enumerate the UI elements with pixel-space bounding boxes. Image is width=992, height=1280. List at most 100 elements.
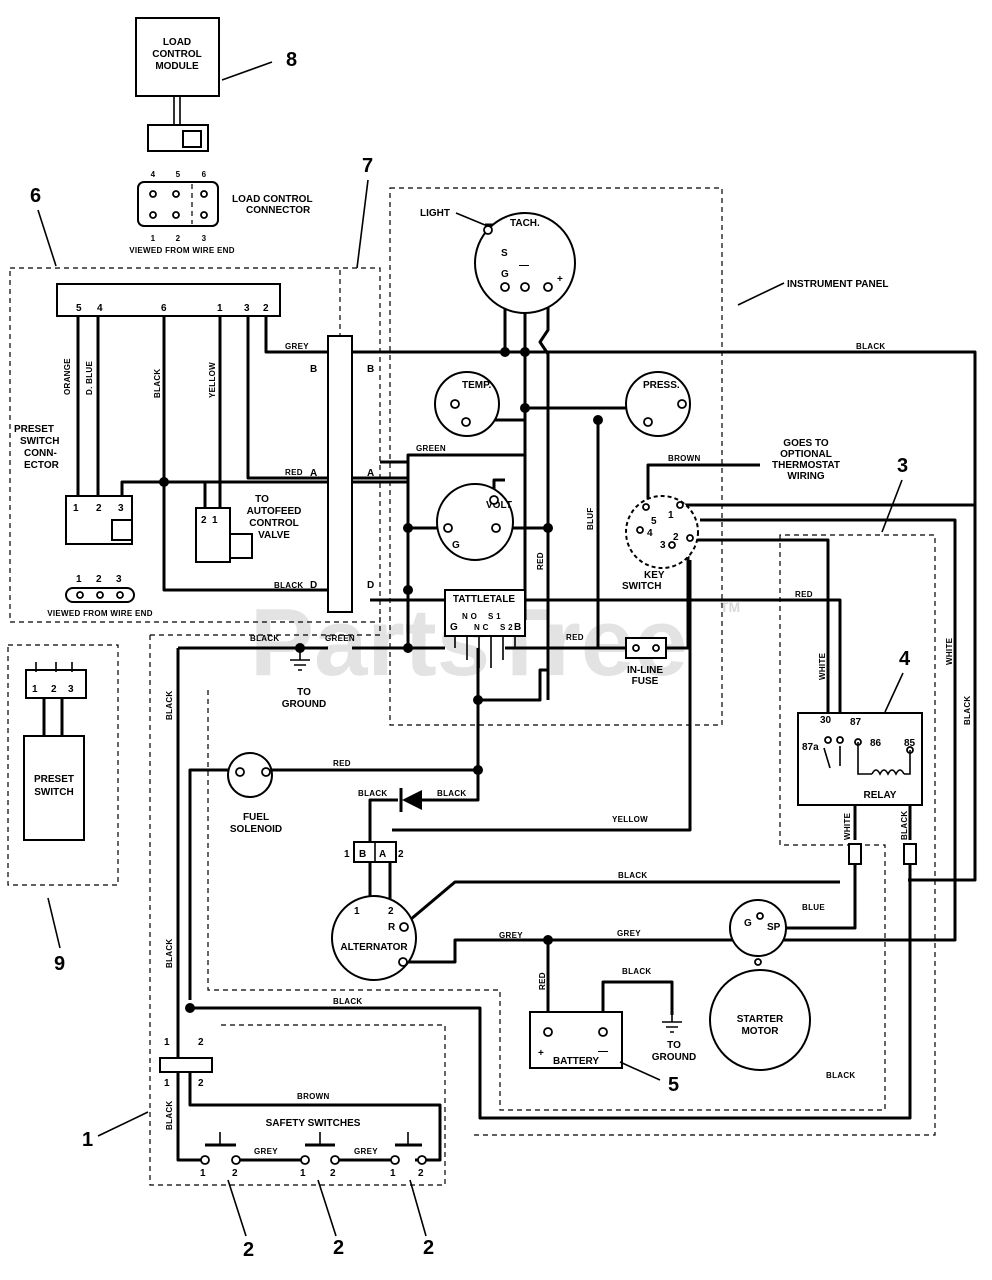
temp-body (434, 371, 500, 437)
volt-label: VOLT (486, 500, 512, 511)
label-white-relay: WHITE (818, 652, 827, 680)
ss3-num-2: 2 (418, 1168, 424, 1179)
lcc-view-note: VIEWED FROM WIRE END (129, 246, 235, 255)
tattletale-label: TATTLETALE (453, 594, 516, 605)
wire-red-key-relay (370, 598, 842, 740)
light-label: LIGHT (420, 208, 450, 219)
tach-minus: — (519, 260, 529, 271)
lcm-label-3: MODULE (155, 61, 199, 72)
autofeed-pin-1: 1 (212, 515, 218, 526)
lcc-pin-2 (172, 211, 180, 219)
callout-2-a: 2 (243, 1239, 254, 1261)
label-red-relay: RED (795, 590, 813, 599)
psc-latch (111, 519, 133, 541)
starter-solenoid (729, 899, 787, 957)
alternator-body (331, 895, 417, 981)
battery-minus: — (598, 1046, 608, 1057)
lcc-pin-1 (149, 211, 157, 219)
lcc-pin-4 (149, 190, 157, 198)
junction-tattle-s (473, 695, 483, 705)
outline-main-top (150, 612, 381, 636)
safety-switches: SAFETY SWITCHES 1 2 1 2 1 2 2 2 2 (200, 1118, 434, 1261)
callout-3: 3 (897, 455, 908, 477)
callout-4-leader (884, 672, 904, 713)
key-term-2 (686, 534, 694, 542)
tach-gauge: TACH. S G — + LIGHT (420, 208, 576, 314)
starter-label-1: STARTER (737, 1014, 784, 1025)
label-black-alt: BLACK (618, 871, 648, 880)
label-red-harness: RED (285, 468, 303, 477)
psc-pin-3: 3 (118, 503, 124, 514)
preset-switch-label-2: SWITCH (34, 787, 73, 798)
alt-pin-r: R (388, 922, 396, 933)
letter-b-left: B (310, 364, 317, 375)
relay-term-30 (824, 736, 832, 744)
starter-term-b (754, 958, 762, 966)
ground-bottom-icon (662, 1015, 682, 1033)
preset-switch-harness: 5 4 6 1 3 2 ORANGE D. BLUE BLACK YELLOW … (14, 283, 977, 882)
key-pin-3: 3 (660, 540, 666, 551)
key-term-1 (676, 501, 684, 509)
lcc-pin-6 (200, 190, 208, 198)
fuel-label-1: FUEL (243, 812, 269, 823)
press-body (625, 371, 691, 437)
ss2-num-1: 1 (300, 1168, 306, 1179)
alternator: ALTERNATOR 1 2 R (331, 895, 417, 981)
autofeed-latch (229, 533, 253, 559)
harness-pin-6: 6 (161, 303, 167, 314)
callout-9: 9 (54, 953, 65, 975)
label-red-fuse: RED (566, 633, 584, 642)
label-black-outer: BLACK (963, 696, 972, 726)
callout-5: 5 (668, 1074, 679, 1096)
ground-bottom-label-1: TO (667, 1040, 681, 1051)
label-green-ground: GREEN (325, 634, 355, 643)
temp-term-1 (450, 399, 460, 409)
psc-label-1: PRESET (14, 424, 54, 435)
ss1-num-2: 2 (232, 1168, 238, 1179)
temp-label: TEMP. (462, 380, 491, 391)
alternator-label: ALTERNATOR (340, 942, 408, 953)
key-pin-5: 5 (651, 516, 657, 527)
dconn-pin-1: 1 (344, 849, 350, 860)
autofeed-label-2: AUTOFEED (247, 506, 302, 517)
instrument-panel-leader (737, 282, 785, 306)
label-yellow: YELLOW (612, 815, 648, 824)
ss2-term-1 (300, 1155, 310, 1165)
harness-sleeve: B B A A D D (310, 335, 374, 613)
wire-black-left (176, 648, 205, 1162)
label-orange: ORANGE (63, 358, 72, 395)
callout-5-leader (619, 1061, 661, 1081)
lcm-label-2: CONTROL (152, 49, 201, 60)
temp-gauge: TEMP. (434, 371, 500, 437)
load-control-module-box (135, 17, 220, 97)
fuel-solenoid: FUEL SOLENOID (227, 752, 282, 835)
key-term-3 (668, 541, 676, 549)
fuse-term-2 (652, 644, 660, 652)
press-term-1 (677, 399, 687, 409)
junction-ground (403, 643, 413, 653)
lcm-label-1: LOAD (163, 37, 191, 48)
autofeed-label-4: VALVE (258, 530, 290, 541)
fuel-term-1 (235, 767, 245, 777)
tach-term-minus (520, 282, 530, 292)
psc-pin-1: 1 (73, 503, 79, 514)
wire-red-3 (246, 316, 408, 480)
wire-grey-2 (264, 316, 977, 882)
label-brown-safety: BROWN (297, 1092, 330, 1101)
label-grey-ss-2: GREY (354, 1147, 378, 1156)
preset-switch: 1 2 3 PRESET SWITCH 9 (23, 662, 87, 975)
junction-volt-plus (543, 523, 553, 533)
harness-pin-1: 1 (217, 303, 223, 314)
harness-pin-5: 5 (76, 303, 82, 314)
tach-term-g (500, 282, 510, 292)
starter-label-2: MOTOR (741, 1026, 779, 1037)
splice-pin-2-top: 2 (198, 1037, 204, 1048)
callout-2-leaders (227, 1179, 427, 1237)
label-black-diode-l: BLACK (358, 789, 388, 798)
lcc-num-6: 6 (202, 170, 207, 179)
key-pin-2: 2 (673, 532, 679, 543)
outline-safety (149, 635, 446, 1186)
wire-fuse-key (664, 540, 690, 650)
alt-pin-1: 1 (354, 906, 360, 917)
